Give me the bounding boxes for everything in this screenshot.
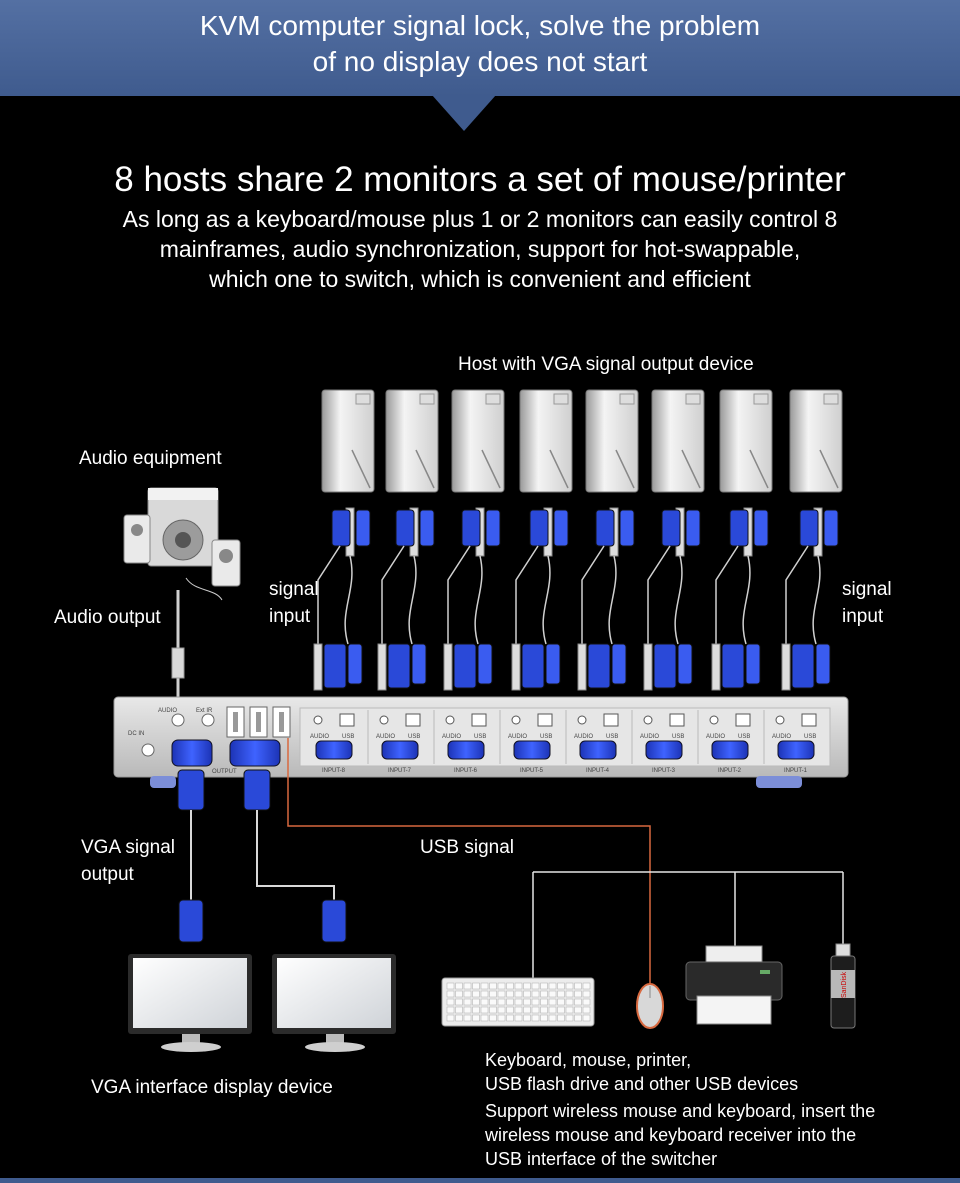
audio-jack-icon bbox=[171, 647, 185, 679]
usb-devices-label: Keyboard, mouse, printer, USB flash driv… bbox=[485, 1050, 799, 1094]
port-usb-label: USB bbox=[408, 734, 420, 740]
subline: As long as a keyboard/mouse plus 1 or 2 … bbox=[122, 206, 838, 292]
port-audio-label: AUDIO bbox=[706, 734, 725, 740]
port-audio-label: AUDIO bbox=[376, 734, 395, 740]
host-tower-icon bbox=[651, 389, 705, 493]
flash-drive-brand: SanDisk bbox=[841, 971, 848, 998]
port-usb-label: USB bbox=[738, 734, 750, 740]
monitor-icon bbox=[272, 954, 396, 1052]
kvm-audio-port bbox=[171, 713, 185, 727]
kvm-ir-port bbox=[201, 713, 215, 727]
bottom-bar bbox=[0, 1178, 960, 1183]
port-usb-label: USB bbox=[672, 734, 684, 740]
host-cable-set bbox=[511, 507, 569, 691]
kvm-dc-port bbox=[141, 743, 155, 757]
port-audio-label: AUDIO bbox=[772, 734, 791, 740]
audio-output-label: Audio output bbox=[54, 607, 161, 628]
kvm-dc-in-label: DC IN bbox=[128, 731, 144, 737]
input-port-label: INPUT-8 bbox=[322, 768, 346, 774]
banner-title: KVM computer signal lock, solve the prob… bbox=[199, 10, 761, 77]
audio-equipment-label: Audio equipment bbox=[79, 448, 222, 469]
input-port-label: INPUT-4 bbox=[586, 768, 610, 774]
host-cable-set bbox=[377, 507, 435, 691]
usb-signal-line bbox=[287, 738, 651, 984]
host-cable-set bbox=[781, 507, 839, 691]
host-tower-icon bbox=[719, 389, 773, 493]
kvm-input-port: AUDIO USB INPUT-5 bbox=[499, 710, 553, 774]
kvm-input-port: AUDIO USB INPUT-8 bbox=[310, 713, 355, 774]
input-port-label: INPUT-6 bbox=[454, 768, 478, 774]
banner-arrow bbox=[432, 95, 496, 131]
kvm-input-port: AUDIO USB INPUT-4 bbox=[565, 710, 619, 774]
printer-icon bbox=[685, 945, 783, 1025]
kvm-input-port: AUDIO USB INPUT-2 bbox=[697, 710, 751, 774]
kvm-audio-label: AUDIO bbox=[158, 708, 177, 714]
host-tower-icon bbox=[321, 389, 375, 493]
speaker-icon bbox=[123, 487, 241, 601]
input-port-label: INPUT-3 bbox=[652, 768, 676, 774]
host-computers bbox=[313, 389, 843, 691]
port-audio-label: AUDIO bbox=[640, 734, 659, 740]
kvm-input-port: AUDIO USB INPUT-1 bbox=[763, 710, 817, 774]
host-cable-set bbox=[711, 507, 769, 691]
host-cable-set bbox=[313, 507, 371, 691]
host-cable-set bbox=[443, 507, 501, 691]
host-tower-icon bbox=[451, 389, 505, 493]
signal-input-right-label: signal input bbox=[842, 579, 892, 627]
hosts-label: Host with VGA signal output device bbox=[458, 354, 754, 375]
usb-flash-drive-icon: SanDisk bbox=[830, 943, 856, 1029]
input-port-label: INPUT-1 bbox=[784, 768, 808, 774]
kvm-output-label: OUTPUT bbox=[212, 769, 237, 775]
port-usb-label: USB bbox=[804, 734, 816, 740]
host-tower-icon bbox=[385, 389, 439, 493]
title-banner bbox=[0, 0, 960, 96]
input-port-label: INPUT-7 bbox=[388, 768, 412, 774]
usb-device-lines bbox=[532, 871, 844, 980]
wireless-note-label: Support wireless mouse and keyboard, ins… bbox=[485, 1101, 876, 1169]
signal-input-left-label: signal input bbox=[269, 579, 319, 627]
port-audio-label: AUDIO bbox=[442, 734, 461, 740]
host-tower-icon bbox=[585, 389, 639, 493]
kvm-ext-ir-label: Ext IR bbox=[196, 708, 213, 714]
headline: 8 hosts share 2 monitors a set of mouse/… bbox=[114, 160, 846, 199]
input-port-label: INPUT-2 bbox=[718, 768, 742, 774]
vga-signal-output-label: VGA signal output bbox=[81, 837, 175, 885]
port-usb-label: USB bbox=[474, 734, 486, 740]
mouse-icon bbox=[636, 983, 664, 1029]
kvm-input-port: AUDIO USB INPUT-7 bbox=[367, 710, 421, 774]
input-port-label: INPUT-5 bbox=[520, 768, 544, 774]
port-usb-label: USB bbox=[540, 734, 552, 740]
port-audio-label: AUDIO bbox=[310, 734, 329, 740]
usb-signal-label: USB signal bbox=[420, 837, 514, 858]
port-audio-label: AUDIO bbox=[508, 734, 527, 740]
host-tower-icon bbox=[519, 389, 573, 493]
host-cable-set bbox=[577, 507, 635, 691]
vga-display-label: VGA interface display device bbox=[91, 1077, 333, 1098]
keyboard-icon bbox=[441, 977, 595, 1027]
kvm-usb-ports bbox=[226, 706, 291, 738]
kvm-input-port: AUDIO USB INPUT-6 bbox=[433, 710, 487, 774]
monitor-icon bbox=[128, 954, 252, 1052]
host-cable-set bbox=[643, 507, 701, 691]
kvm-vga-output-ports bbox=[171, 739, 281, 767]
kvm-ports: AUDIO USB INPUT-8 AUDIO USB INPUT-7 AUDIO USB IN… bbox=[310, 710, 817, 774]
host-tower-icon bbox=[789, 389, 843, 493]
kvm-input-port: AUDIO USB INPUT-3 bbox=[631, 710, 685, 774]
port-audio-label: AUDIO bbox=[574, 734, 593, 740]
vga-output-cables bbox=[177, 769, 347, 943]
port-usb-label: USB bbox=[606, 734, 618, 740]
port-usb-label: USB bbox=[342, 734, 354, 740]
